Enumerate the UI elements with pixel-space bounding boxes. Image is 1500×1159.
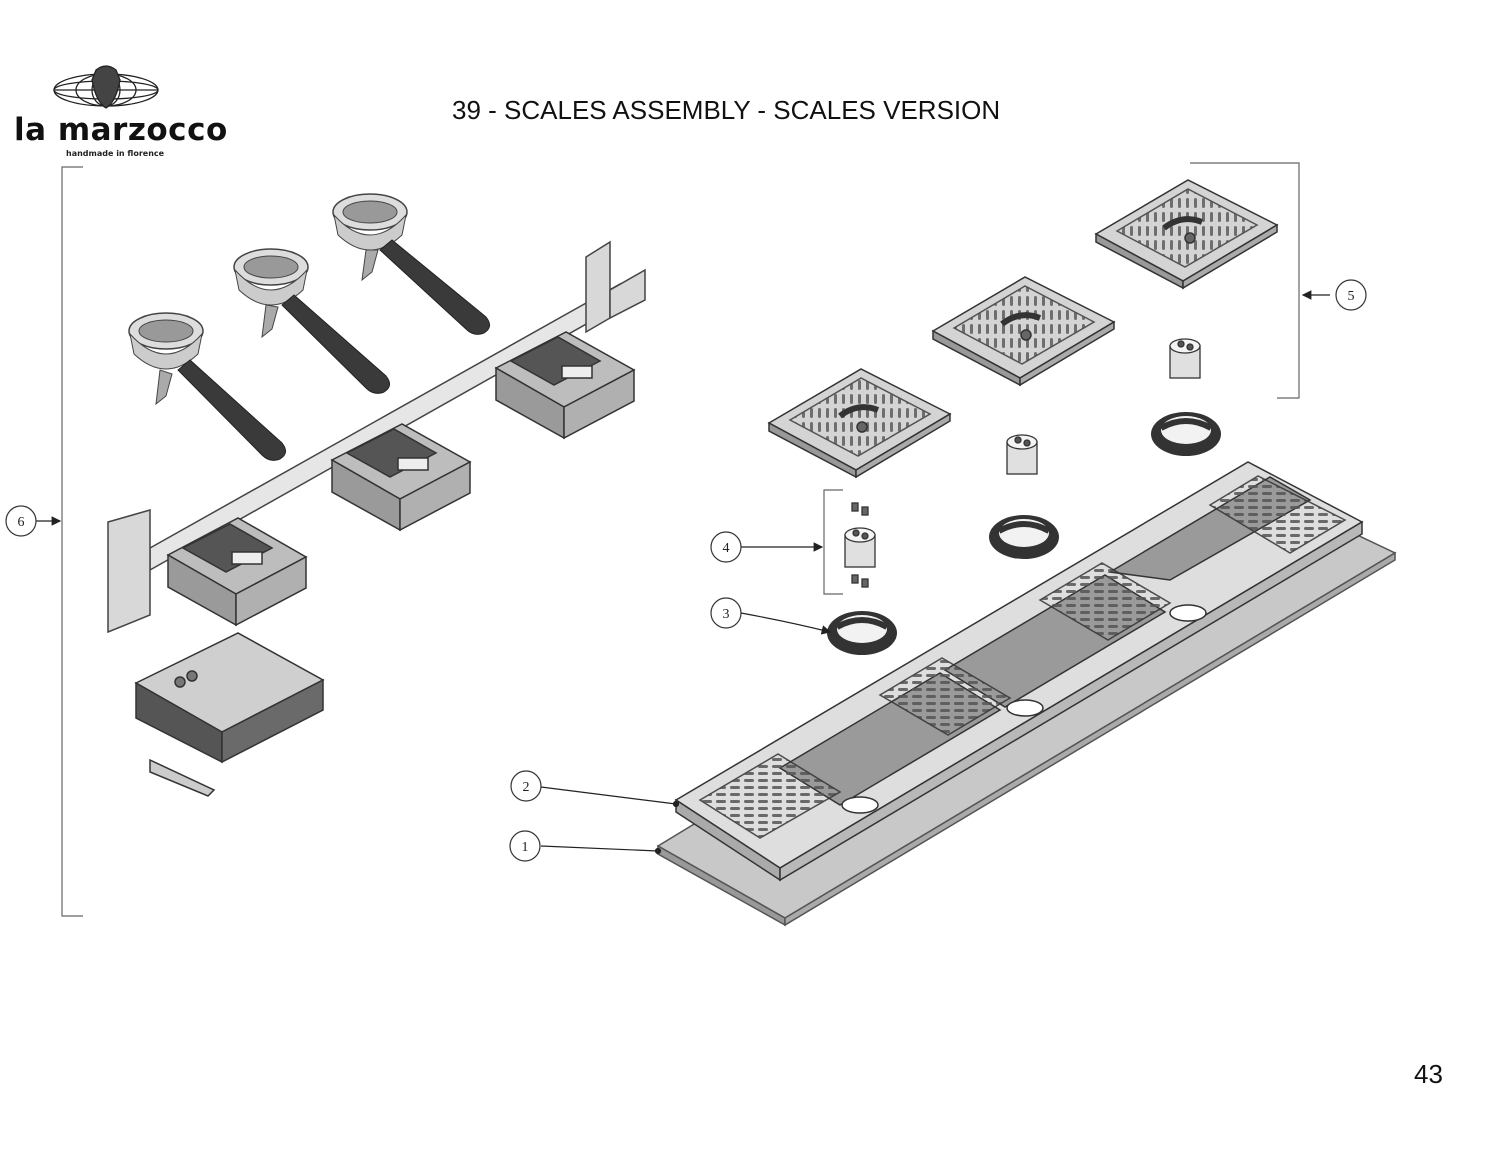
ring-2 <box>989 515 1059 559</box>
group-bracket-5 <box>1190 162 1300 399</box>
drip-grate-1 <box>767 368 952 479</box>
callout-number: 1 <box>522 840 529 855</box>
callout-number: 4 <box>723 541 730 556</box>
portafilter-1 <box>128 312 286 461</box>
brand-name: la marzocco <box>14 112 228 148</box>
callout-2: 2 <box>510 770 542 802</box>
drip-tray-grate <box>674 461 1364 882</box>
callout-1: 1 <box>509 830 541 862</box>
brand-tagline: handmade in florence <box>66 149 165 158</box>
drip-grate-2 <box>931 276 1116 387</box>
ring-1 <box>827 611 897 655</box>
callout-3: 3 <box>710 597 742 629</box>
page-number: 43 <box>1414 1059 1443 1089</box>
electronics-box <box>134 632 325 797</box>
page-title: 39 - SCALES ASSEMBLY - SCALES VERSION <box>452 95 1001 125</box>
group-bracket-4 <box>823 489 843 595</box>
drip-grate-3 <box>1094 179 1279 290</box>
grate-support-2 <box>1006 434 1038 475</box>
callout-number: 3 <box>723 607 730 622</box>
ring-3 <box>1151 412 1221 456</box>
callout-number: 5 <box>1348 289 1355 304</box>
portafilter-2 <box>233 248 390 394</box>
grate-support-3 <box>1169 338 1201 379</box>
callout-6: 6 <box>5 505 37 537</box>
callout-4: 4 <box>710 531 742 563</box>
scale-housing-3 <box>494 331 636 440</box>
portafilter-3 <box>332 193 490 335</box>
grate-support-1 <box>844 502 876 588</box>
group-bracket-6 <box>61 166 83 917</box>
mounting-rail <box>107 240 646 634</box>
callout-leaders <box>36 290 1330 855</box>
callout-number: 2 <box>523 780 530 795</box>
scale-housing-2 <box>330 423 472 532</box>
scale-housing-1 <box>166 517 308 627</box>
brand-globe-icon <box>53 65 159 109</box>
callout-number: 6 <box>18 515 25 530</box>
callout-5: 5 <box>1335 279 1367 311</box>
